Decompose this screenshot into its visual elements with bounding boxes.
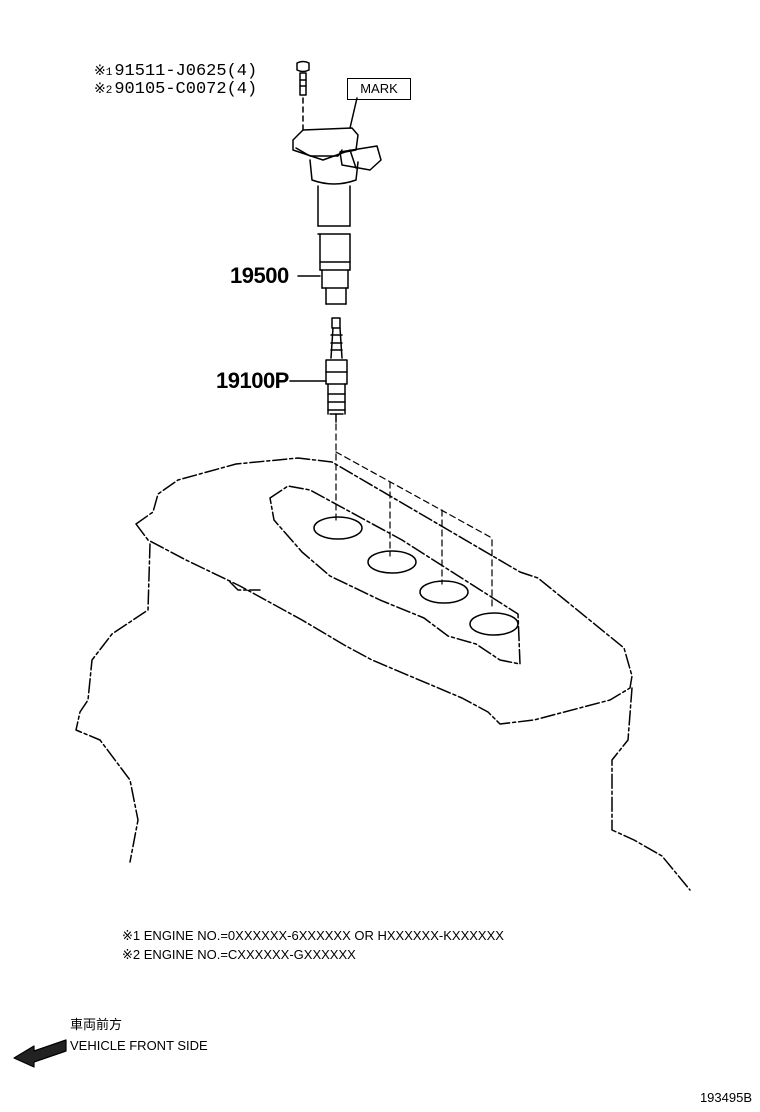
note-index: 2: [132, 947, 141, 962]
engine-cover-outline: [75, 457, 691, 891]
engine-note-1: ※1 ENGINE NO.=0XXXXXX-6XXXXXX OR HXXXXXX…: [122, 928, 504, 945]
bolt-part-number[interactable]: 90105-C0072: [114, 80, 227, 99]
note-index: 2: [105, 85, 113, 97]
ignition-coil-illustration: [292, 127, 382, 305]
note-marker: ※: [94, 81, 106, 97]
note-text: ENGINE NO.=0XXXXXX-6XXXXXX OR HXXXXXX-KX…: [143, 928, 504, 943]
spark-plug-illustration: [325, 317, 348, 423]
vehicle-front-english: VEHICLE FRONT SIDE: [70, 1038, 208, 1053]
spark-plug-part-number[interactable]: 19100P: [216, 368, 289, 393]
bolt-quantity: (4): [226, 62, 258, 81]
bolt-illustration: [296, 60, 310, 133]
engine-note-2: ※2 ENGINE NO.=CXXXXXX-GXXXXXX: [122, 947, 356, 964]
bolt-part-number[interactable]: 91511-J0625: [114, 62, 227, 81]
vehicle-front-japanese: 車両前方: [70, 1018, 123, 1033]
bolt-quantity: (4): [226, 80, 258, 99]
front-direction-arrow: [13, 1039, 67, 1068]
ignition-coil-part-number[interactable]: 19500: [230, 263, 289, 288]
note-marker: ※: [94, 63, 106, 79]
note-marker: ※: [122, 948, 133, 963]
mark-label-box: MARK: [347, 78, 411, 100]
note-text: ENGINE NO.=CXXXXXX-GXXXXXX: [143, 947, 356, 962]
note-index: 1: [132, 928, 141, 943]
note-index: 1: [105, 67, 113, 79]
spark-plug-holes: [313, 516, 519, 636]
mark-leader-line: [349, 97, 358, 129]
note-marker: ※: [122, 929, 133, 944]
illustration-code: 193495B: [699, 1090, 752, 1105]
